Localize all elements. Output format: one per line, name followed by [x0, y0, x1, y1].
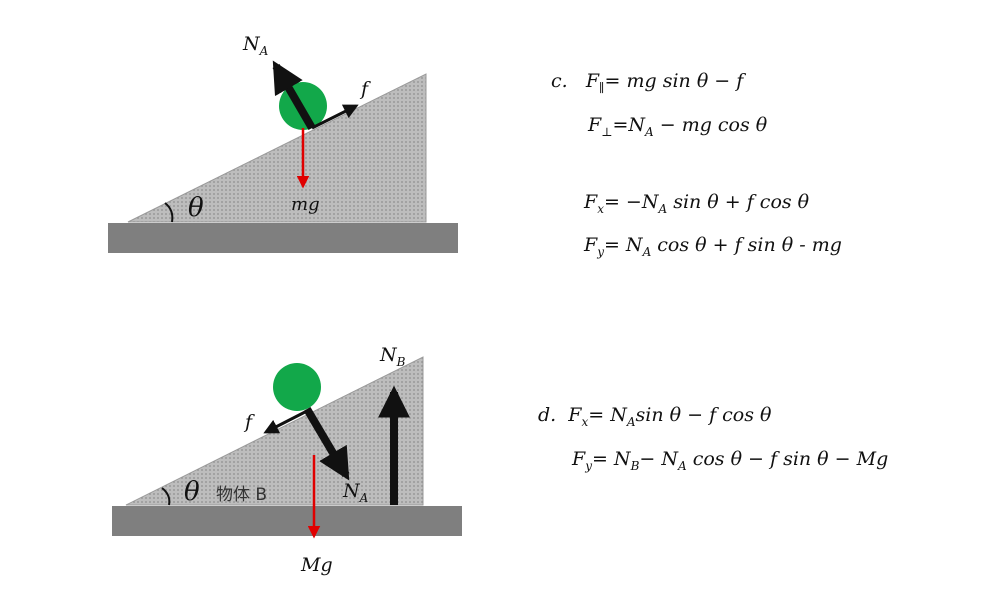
- eq-d-fy: Fy= NB− NA cos θ − f sin θ − Mg: [572, 448, 889, 473]
- eq-c-parallel: c. F∥= mg sin θ − f: [551, 70, 744, 95]
- bottom-angle-label: θ: [184, 477, 200, 507]
- bottom-diagram: θ 物体 B NB f NA Mg: [112, 344, 462, 576]
- top-ground: [108, 223, 458, 253]
- eq-d-fx: d. Fx= NAsin θ − f cos θ: [538, 404, 772, 429]
- eq-d-tag: d.: [538, 404, 557, 426]
- bottom-normal-a-arrow: [303, 406, 350, 481]
- bottom-ball: [273, 363, 321, 411]
- bottom-friction-label: f: [243, 411, 255, 433]
- top-friction-arrow: [311, 104, 359, 130]
- top-normal-label: NA: [242, 33, 269, 58]
- top-normal-arrow: [272, 60, 316, 131]
- top-diagram: θ NA f mg: [108, 33, 458, 253]
- bottom-ground: [112, 506, 462, 536]
- bottom-friction-arrow: [263, 409, 308, 434]
- bottom-gravity-label: Mg: [300, 554, 333, 576]
- eq-c-tag: c.: [551, 70, 568, 92]
- eq-c-fx: Fx= −NA sin θ + f cos θ: [584, 191, 810, 216]
- top-friction-label: f: [359, 78, 371, 100]
- top-gravity-label: mg: [291, 194, 320, 215]
- eq-c-fy: Fy= NA cos θ + f sin θ - mg: [584, 234, 842, 259]
- body-b-label: 物体 B: [216, 485, 267, 505]
- top-incline: [127, 73, 427, 223]
- top-angle-label: θ: [188, 193, 204, 223]
- bottom-angle-arc: [161, 487, 171, 506]
- bottom-normal-a-label: NA: [342, 480, 369, 505]
- eq-c-perpendicular: F⊥=NA − mg cos θ: [588, 114, 768, 139]
- top-angle-arc: [164, 202, 174, 223]
- bottom-normal-b-label: NB: [379, 344, 406, 369]
